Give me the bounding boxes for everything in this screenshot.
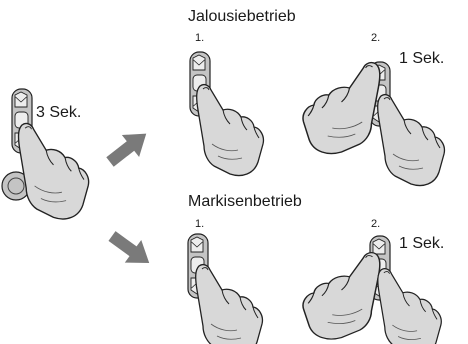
hand-icon — [196, 83, 265, 177]
step-number: 1. — [195, 218, 205, 230]
hand-right-icon — [377, 268, 442, 344]
mode-title-jalousie: Jalousiebetrieb — [188, 8, 296, 25]
arrow-up-right-icon — [101, 122, 155, 174]
start-panel — [1, 88, 90, 220]
hand-pressing-button-icon — [17, 122, 90, 220]
jalousie-step-1 — [189, 51, 265, 177]
start-duration-label: 3 Sek. — [36, 104, 82, 121]
hand-left-icon — [303, 253, 380, 339]
step-number: 1. — [195, 32, 205, 44]
arrow-down-right-icon — [103, 224, 158, 275]
jalousie-step-2 — [303, 61, 446, 187]
mode-title-markise: Markisenbetrieb — [188, 193, 302, 210]
hand-left-icon — [303, 63, 380, 154]
step-number: 2. — [371, 218, 381, 230]
step-duration-label: 1 Sek. — [399, 50, 445, 67]
hand-right-icon — [377, 93, 446, 187]
markise-step-1 — [187, 233, 264, 344]
step-duration-label: 1 Sek. — [399, 235, 445, 252]
hand-icon — [195, 263, 264, 344]
step-number: 2. — [371, 32, 381, 44]
